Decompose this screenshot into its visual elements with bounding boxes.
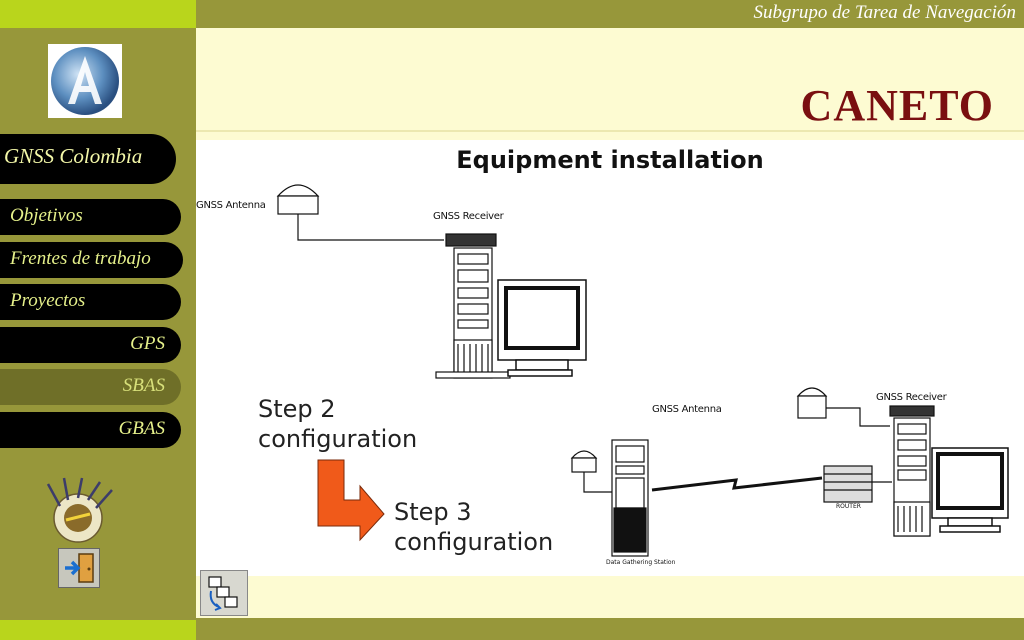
bottom-left-accent (0, 620, 196, 640)
exit-button[interactable] (58, 548, 100, 588)
navigator-button[interactable] (200, 570, 248, 616)
label-data-station: Data Gathering Station (606, 559, 676, 566)
header-subtitle: Subgrupo de Tarea de Navegación (753, 2, 1016, 23)
installation-diagram (276, 184, 1009, 557)
monitor-bottom-icon (931, 447, 1009, 533)
label-gnss-antenna-top: GNSS Antenna (196, 200, 266, 211)
step2-line2: configuration (258, 425, 418, 453)
receiver-tower-top-icon (435, 233, 511, 379)
title-area (196, 28, 1024, 132)
aerocivil-logo (48, 44, 122, 118)
nav-sbas[interactable]: SBAS (0, 369, 181, 405)
nav-gps[interactable]: GPS (0, 327, 181, 363)
page-title: CANETO (800, 81, 994, 130)
radio-link-icon (651, 476, 823, 492)
label-gnss-antenna-bottom: GNSS Antenna (652, 404, 722, 415)
label-router: ROUTER (836, 503, 861, 510)
nav-proyectos[interactable]: Proyectos (0, 284, 181, 320)
nav-frentes-de-trabajo[interactable]: Frentes de trabajo (0, 242, 183, 278)
nav-gbas[interactable]: GBAS (0, 412, 181, 448)
antenna-top-icon (276, 184, 320, 215)
diagram-panel: Equipment installation GNSS Antenna GNSS… (196, 140, 1024, 576)
footer-band (196, 618, 1024, 640)
step-arrow-icon (317, 459, 385, 542)
nav-objetivos[interactable]: Objetivos (0, 199, 181, 235)
label-gnss-receiver-top: GNSS Receiver (433, 211, 504, 222)
step3-text: Step 3 configuration (394, 497, 553, 557)
antenna-bottom-right-icon (796, 387, 828, 419)
antenna-bottom-icon (570, 450, 598, 473)
step2-text: Step 2 configuration (258, 394, 417, 454)
step2-line1: Step 2 (258, 395, 336, 423)
header-band: Subgrupo de Tarea de Navegación (196, 0, 1024, 28)
emblem-icon (38, 476, 118, 546)
router-icon (823, 465, 873, 503)
data-station-tower-icon (611, 439, 649, 557)
step3-line1: Step 3 (394, 498, 472, 526)
monitor-top-icon (497, 279, 587, 377)
step3-line2: configuration (394, 528, 554, 556)
label-gnss-receiver-bottom: GNSS Receiver (876, 392, 947, 403)
diagram-title: Equipment installation (456, 146, 764, 174)
receiver-tower-bottom-icon (889, 405, 935, 537)
top-corner-accent (0, 0, 196, 28)
nav-gnss-colombia[interactable]: GNSS Colombia (0, 134, 176, 184)
